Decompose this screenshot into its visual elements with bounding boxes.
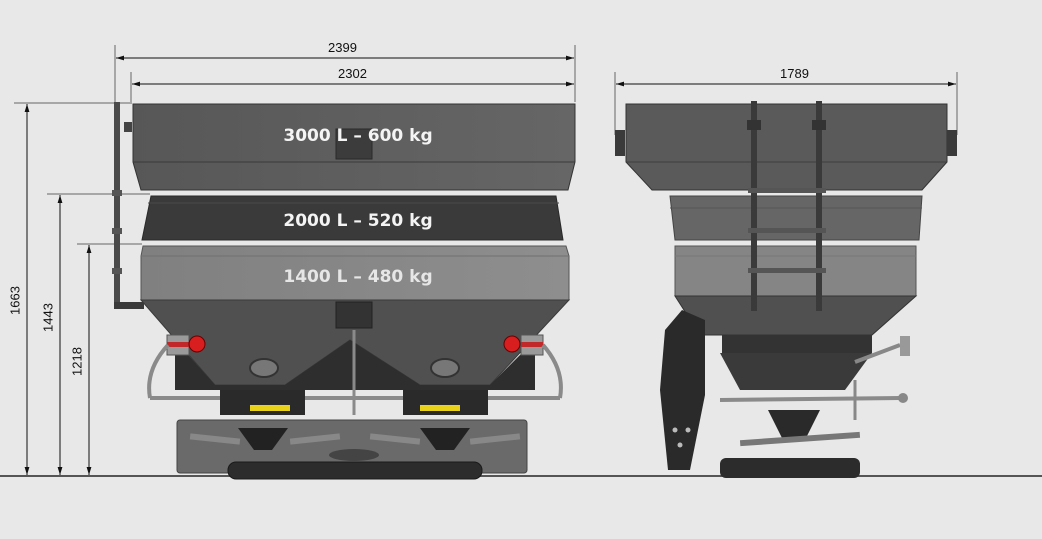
dimension-1218 — [77, 243, 142, 475]
dimension-2302 — [130, 72, 574, 104]
dimension-label-hopper-width: 2302 — [338, 66, 367, 81]
front-view — [112, 102, 576, 480]
dimension-1789 — [614, 72, 958, 135]
dimension-label-height-1663: 1663 — [7, 286, 23, 315]
dimension-label-side-width: 1789 — [780, 66, 809, 81]
dimension-label-height-1443: 1443 — [40, 303, 56, 332]
dimension-label-height-1218: 1218 — [69, 347, 85, 376]
dimension-1443 — [47, 193, 150, 475]
side-view — [615, 101, 957, 478]
dimension-label-overall-width: 2399 — [328, 40, 357, 55]
hopper-label-2000: 2000 L – 520 kg — [283, 211, 433, 231]
hopper-label-3000: 3000 L – 600 kg — [283, 126, 433, 146]
dimension-2399 — [114, 45, 576, 102]
dimension-1663 — [14, 102, 130, 475]
hopper-label-1400: 1400 L – 480 kg — [283, 267, 433, 287]
